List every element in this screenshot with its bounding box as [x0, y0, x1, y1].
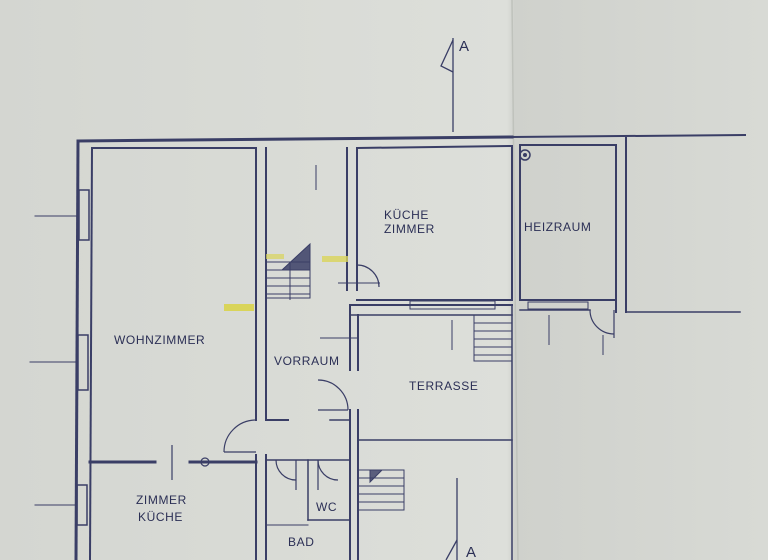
section-line-top [440, 38, 454, 132]
room-label-zimmer-lower: ZIMMER [136, 493, 187, 507]
section-marker-top: A [459, 38, 469, 55]
paper-fold [511, 0, 519, 560]
room-label-wc: WC [316, 500, 337, 514]
room-label-zimmer: ZIMMER [384, 222, 435, 236]
room-label-wohnzimmer: WOHNZIMMER [114, 333, 205, 347]
room-label-bad: BAD [288, 535, 314, 549]
room-label-terrasse: TERRASSE [409, 379, 478, 393]
dimension-ticks [315, 165, 604, 355]
chimney-fixture [519, 149, 531, 161]
room-label-heizraum: HEIZRAUM [524, 220, 591, 234]
room-label-kueche-lower: KÜCHE [138, 510, 183, 524]
staircases [265, 242, 513, 511]
room-label-vorraum: VORRAUM [274, 354, 340, 368]
highlight-markers [224, 254, 348, 311]
section-marker-bottom: A [466, 544, 476, 560]
section-line-bottom [445, 478, 458, 560]
room-label-kueche: KÜCHE [384, 208, 429, 222]
